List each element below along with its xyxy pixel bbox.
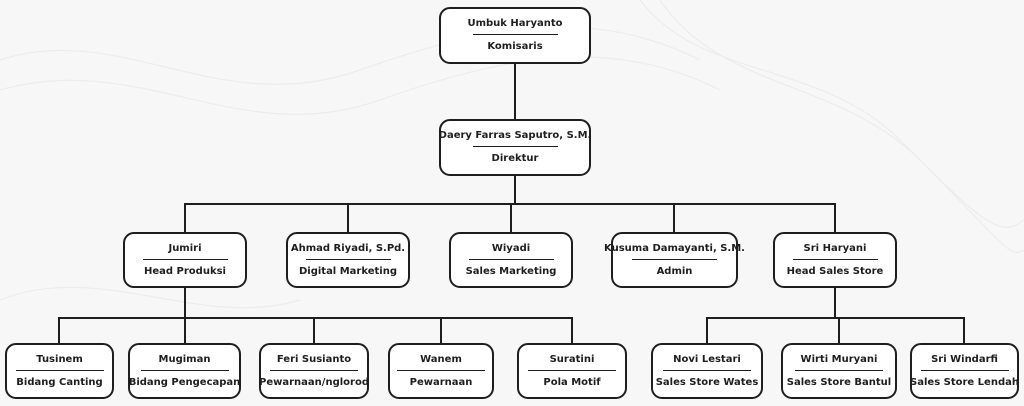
node-divider: [795, 369, 883, 371]
node-name: Sri Windarfi: [931, 353, 998, 365]
node-divider: [632, 258, 717, 260]
node-pewarnaan: Wanem Pewarnaan: [388, 343, 494, 399]
node-name: Novi Lestari: [673, 353, 741, 365]
node-role: Sales Marketing: [465, 265, 557, 277]
node-komisaris: Umbuk Haryanto Komisaris: [439, 7, 591, 64]
node-pewarnaan-nglorod: Feri Susianto Pewarnaan/nglorod: [259, 343, 369, 399]
node-role: Pewarnaan/nglorod: [259, 376, 369, 388]
node-divider: [528, 369, 616, 371]
node-role: Bidang Pengecapan: [128, 376, 241, 388]
node-name: Feri Susianto: [276, 353, 352, 365]
node-divider: [792, 258, 878, 260]
node-role: Komisaris: [487, 41, 543, 52]
node-name: Jumiri: [168, 242, 202, 254]
node-role: Pewarnaan: [409, 376, 473, 388]
node-sales-store-wates: Novi Lestari Sales Store Wates: [651, 343, 763, 399]
node-role: Head Sales Store: [786, 265, 884, 277]
node-name: Wanem: [420, 353, 462, 365]
node-pola-motif: Suratini Pola Motif: [517, 343, 627, 399]
node-name: Suratini: [549, 353, 595, 365]
node-name: Tusinem: [36, 353, 83, 365]
node-role: Head Produksi: [144, 265, 226, 277]
node-bidang-pengecapan: Mugiman Bidang Pengecapan: [128, 343, 241, 399]
node-role: Admin: [656, 265, 693, 277]
node-divider: [472, 34, 558, 35]
node-role: Pola Motif: [543, 376, 601, 388]
node-role: Sales Store Lendah: [910, 376, 1019, 388]
node-name: Wirti Muryani: [800, 353, 878, 365]
node-divider: [397, 369, 485, 371]
node-direktur: Daery Farras Saputro, S.M. Direktur: [439, 119, 591, 176]
node-name: Mugiman: [158, 353, 211, 365]
node-divider: [305, 258, 391, 260]
node-divider: [468, 258, 554, 260]
node-sales-store-lendah: Sri Windarfi Sales Store Lendah: [910, 343, 1019, 399]
node-bidang-canting: Tusinem Bidang Canting: [5, 343, 114, 399]
node-head-sales-store: Sri Haryani Head Sales Store: [773, 232, 897, 288]
node-role: Bidang Canting: [16, 376, 103, 388]
node-name: Daery Farras Saputro, S.M.: [438, 130, 592, 141]
node-name: Kusuma Damayanti, S.M.: [604, 242, 745, 254]
node-admin: Kusuma Damayanti, S.M. Admin: [604, 232, 745, 288]
node-divider: [270, 369, 358, 371]
node-divider: [472, 146, 558, 147]
node-name: Sri Haryani: [803, 242, 867, 254]
node-name: Umbuk Haryanto: [467, 18, 563, 29]
node-sales-marketing: Wiyadi Sales Marketing: [449, 232, 573, 288]
node-role: Digital Marketing: [298, 265, 398, 277]
node-digital-marketing: Ahmad Riyadi, S.Pd. Digital Marketing: [286, 232, 410, 288]
node-head-produksi: Jumiri Head Produksi: [123, 232, 247, 288]
node-name: Wiyadi: [491, 242, 531, 254]
node-divider: [142, 258, 228, 260]
node-divider: [15, 369, 104, 371]
node-role: Direktur: [491, 153, 539, 164]
node-role: Sales Store Wates: [655, 376, 759, 388]
node-role: Sales Store Bantul: [786, 376, 892, 388]
node-divider: [663, 369, 751, 371]
node-sales-store-bantul: Wirti Muryani Sales Store Bantul: [781, 343, 897, 399]
node-divider: [140, 369, 229, 371]
node-name: Ahmad Riyadi, S.Pd.: [290, 242, 406, 254]
node-divider: [920, 369, 1009, 371]
